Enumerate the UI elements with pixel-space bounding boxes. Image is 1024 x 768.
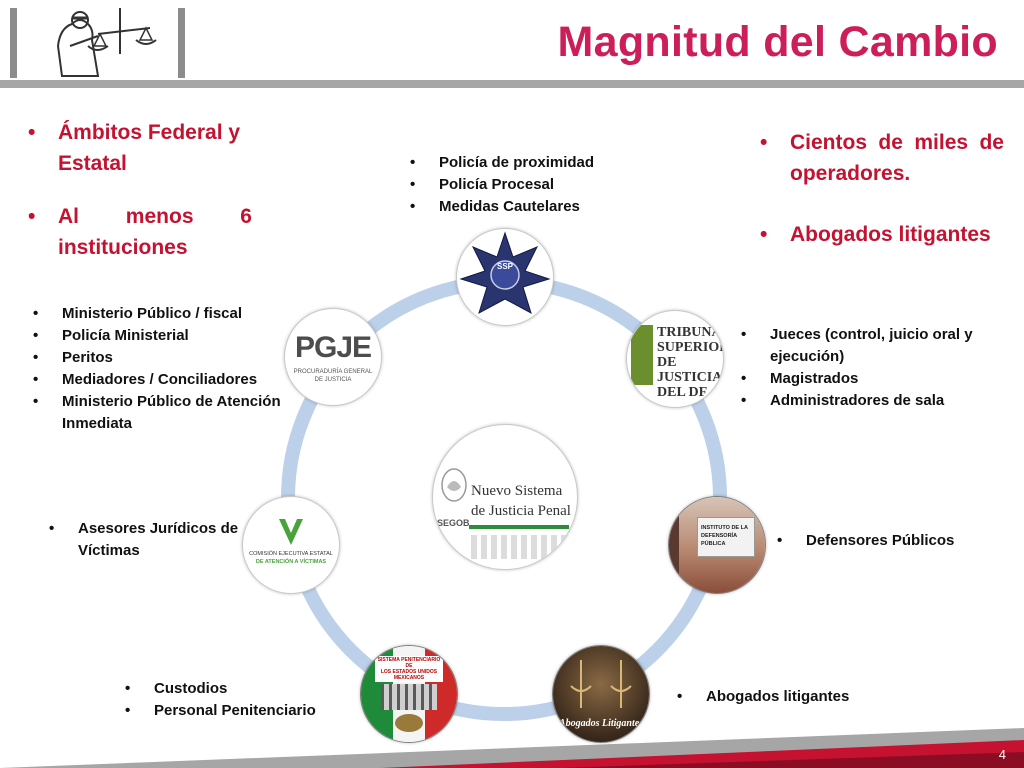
abogados-bullets: Abogados litigantes xyxy=(674,686,914,708)
victimas-node: COMISIÓN EJECUTIVA ESTATAL DE ATENCIÓN A… xyxy=(242,496,340,594)
page-title: Magnitud del Cambio xyxy=(557,18,998,66)
victimas-logo-text: DE ATENCIÓN A VÍCTIMAS xyxy=(255,559,327,565)
list-item: Jueces (control, juicio oral y ejecución… xyxy=(738,324,1008,368)
list-item: Ministerio Público / fiscal xyxy=(30,303,302,325)
defensoria-sign: INSTITUTO DE LA DEFENSORÍA PÚBLICA xyxy=(697,517,755,557)
defensoria-logo-text: INSTITUTO DE LA xyxy=(701,525,748,531)
pgje-node: PGJE PROCURADURÍA GENERAL DE JUSTICIA xyxy=(284,308,382,406)
summary-item: Cientos de miles de operadores. xyxy=(760,127,1004,189)
justice-logo xyxy=(10,6,185,80)
list-item: Policía Ministerial xyxy=(30,325,302,347)
decor-pattern xyxy=(471,535,567,559)
defensoria-logo-text: DEFENSORÍA PÚBLICA xyxy=(701,533,737,547)
list-item: Magistrados xyxy=(738,368,1008,390)
summary-item-text: Al menos 6 instituciones xyxy=(58,205,252,259)
list-item: Asesores Jurídicos de Víctimas xyxy=(46,518,246,562)
header-divider xyxy=(0,80,1024,88)
pgje-logo-text: PGJE xyxy=(294,331,372,364)
list-item: Peritos xyxy=(30,347,302,369)
list-item: Policía de proximidad xyxy=(407,152,594,174)
defensores-bullets: Defensores Públicos xyxy=(774,530,1014,552)
tribunal-logo-text: DEL DF xyxy=(657,385,708,400)
scales-icon xyxy=(570,660,632,708)
ssp-node: SSP xyxy=(456,228,554,326)
ssp-bullets: Policía de proximidad Policía Procesal M… xyxy=(407,152,594,218)
center-line: de Justicia Penal xyxy=(471,503,571,519)
ssp-star-icon: SSP xyxy=(459,231,551,315)
penitenciario-logo-text: MEXICANOS xyxy=(393,675,425,681)
defensoria-node: INSTITUTO DE LA DEFENSORÍA PÚBLICA xyxy=(668,496,766,594)
abogados-node: Abogados Litigantes xyxy=(552,645,650,743)
tribunal-emblem-icon xyxy=(631,325,653,385)
tribunal-bullets: Jueces (control, juicio oral y ejecución… xyxy=(738,324,1008,412)
divider xyxy=(469,525,569,529)
victimas-bullets: Asesores Jurídicos de Víctimas xyxy=(46,518,246,562)
summary-item: Al menos 6 instituciones xyxy=(28,201,252,263)
penitenciario-logo-text: SISTEMA PENITENCIARIO DE xyxy=(377,657,441,669)
tribunal-logo-text: TRIBUNAL xyxy=(657,325,724,340)
prison-bars-icon xyxy=(381,684,437,710)
tribunal-logo-text: DE JUSTICIA xyxy=(657,355,723,385)
tribunal-node: TRIBUNAL SUPERIOR DE JUSTICIA DEL DF xyxy=(626,310,724,408)
right-summary: Cientos de miles de operadores. Abogados… xyxy=(760,127,1004,250)
center-line: Nuevo Sistema xyxy=(471,483,563,499)
center-node: SEGOB Nuevo Sistema de Justicia Penal xyxy=(432,424,578,570)
victimas-logo-text: COMISIÓN EJECUTIVA ESTATAL xyxy=(249,551,333,557)
eagle-seal-icon xyxy=(395,714,423,732)
list-item: Custodios xyxy=(122,678,362,700)
segob-label: SEGOB xyxy=(437,518,470,528)
summary-item: Abogados litigantes xyxy=(760,219,1004,250)
left-summary: Ámbitos Federal y Estatal Al menos 6 ins… xyxy=(28,117,252,263)
pgje-logo-sub: DE JUSTICIA xyxy=(314,377,352,383)
summary-item: Ámbitos Federal y Estatal xyxy=(28,117,252,179)
abogados-logo-text: Abogados Litigantes xyxy=(558,718,644,729)
penitenciario-node: SISTEMA PENITENCIARIO DE LOS ESTADOS UNI… xyxy=(360,645,458,743)
check-v-icon xyxy=(279,519,303,545)
list-item: Mediadores / Conciliadores xyxy=(30,369,302,391)
pgje-logo-sub: PROCURADURÍA GENERAL xyxy=(293,369,373,375)
mexico-seal-icon xyxy=(439,465,469,515)
footer-stripes xyxy=(0,728,1024,768)
list-item: Abogados litigantes xyxy=(674,686,914,708)
list-item: Medidas Cautelares xyxy=(407,196,594,218)
page-number: 4 xyxy=(998,747,1006,762)
list-item: Defensores Públicos xyxy=(774,530,1014,552)
pgje-bullets: Ministerio Público / fiscal Policía Mini… xyxy=(30,303,302,435)
penitenciario-logo-text: LOS ESTADOS UNIDOS xyxy=(380,669,438,675)
list-item: Policía Procesal xyxy=(407,174,594,196)
penitenciario-bullets: Custodios Personal Penitenciario xyxy=(122,678,362,722)
list-item: Administradores de sala xyxy=(738,390,1008,412)
tribunal-logo-text: SUPERIOR xyxy=(657,340,724,355)
ssp-label: SSP xyxy=(497,262,514,271)
list-item: Personal Penitenciario xyxy=(122,700,362,722)
list-item: Ministerio Público de Atención Inmediata xyxy=(30,391,302,435)
